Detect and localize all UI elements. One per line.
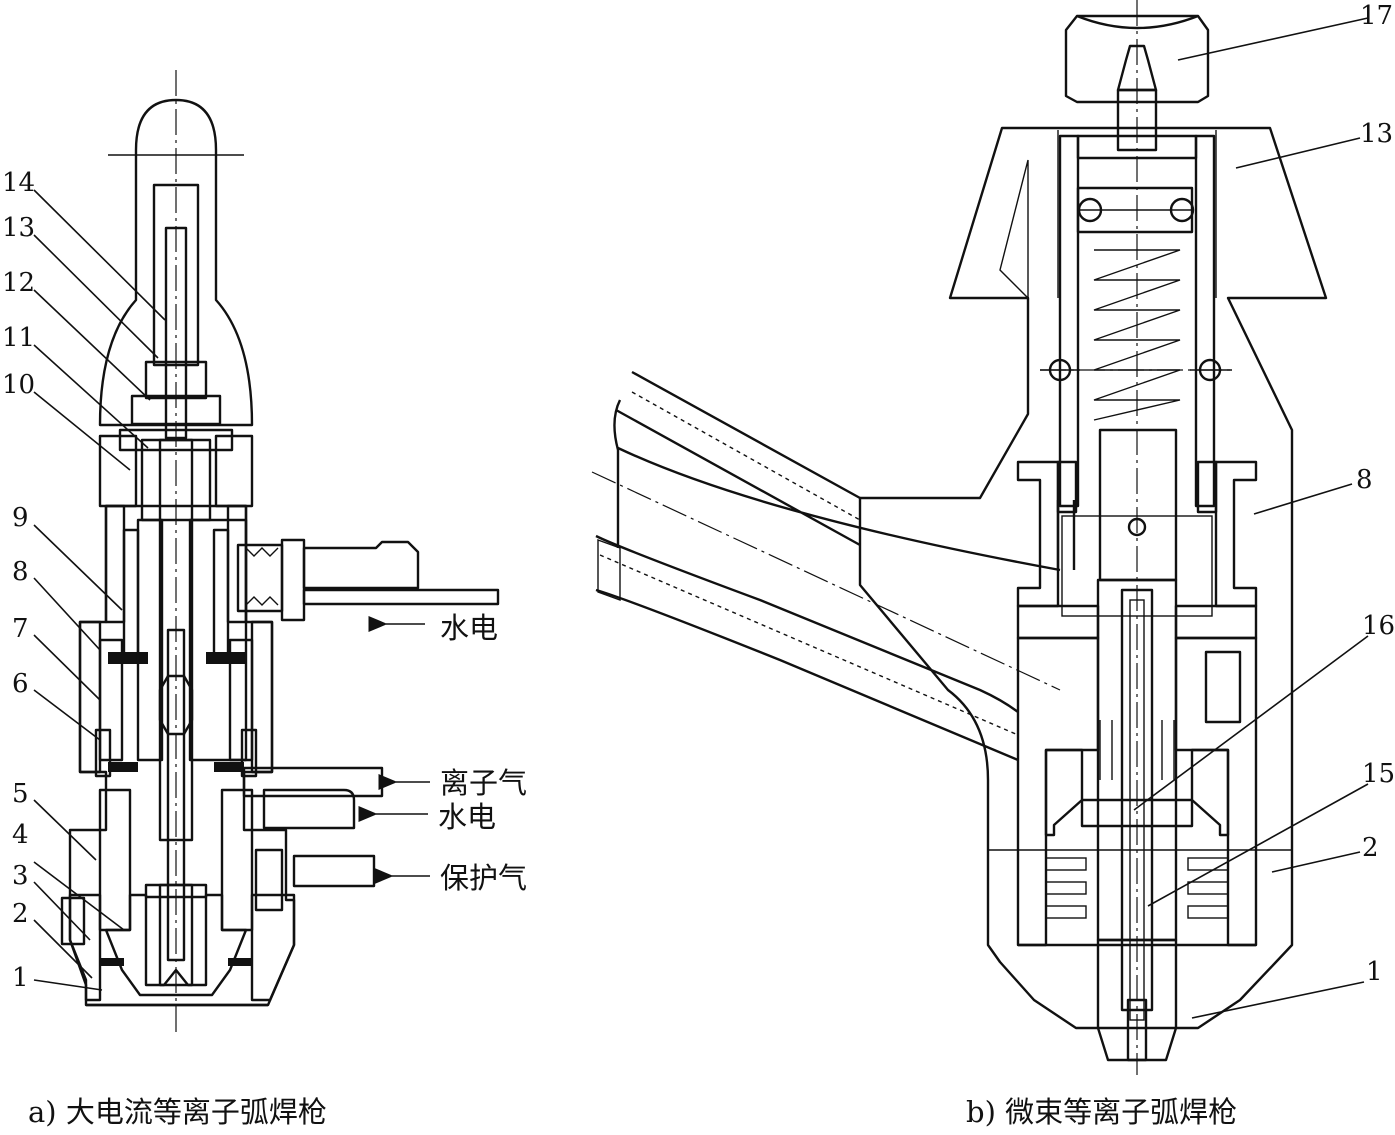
caption-figure-a: a) 大电流等离子弧焊枪 xyxy=(28,1095,327,1129)
part-label-b-1: 1 xyxy=(1366,957,1383,987)
part-label-6: 6 xyxy=(12,669,29,699)
figure-a-flow-labels: 水电 离子气 水电 保护气 xyxy=(438,611,527,895)
part-label-b-8: 8 xyxy=(1356,465,1373,495)
part-label-10: 10 xyxy=(2,370,35,400)
figure-a-part-numbers: 14 13 12 11 10 9 8 7 6 5 4 3 2 1 xyxy=(2,168,35,993)
part-label-b-16: 16 xyxy=(1362,611,1395,641)
caption-figure-b: b) 微束等离子弧焊枪 xyxy=(966,1095,1237,1129)
spring xyxy=(1093,249,1181,421)
diffuser-rings xyxy=(1045,857,1229,919)
figure-a-torch xyxy=(60,70,500,1035)
part-label-4: 4 xyxy=(12,820,29,850)
flow-label-water-power-lower: 水电 xyxy=(438,800,496,834)
figure-b-leaders xyxy=(1133,17,1369,1019)
flow-label-plasma-gas: 离子气 xyxy=(440,766,527,800)
part-label-b-13: 13 xyxy=(1360,119,1393,149)
figure-a-leaders xyxy=(33,189,166,991)
flow-label-water-power-upper: 水电 xyxy=(440,611,498,645)
figure-a-flow-arrows xyxy=(358,616,430,884)
flow-label-shield-gas: 保护气 xyxy=(440,861,527,895)
part-label-b-15: 15 xyxy=(1362,759,1395,789)
part-label-11: 11 xyxy=(2,323,35,353)
figure-b-part-numbers: 17 13 8 16 15 2 1 xyxy=(1356,1,1395,987)
part-label-b-2: 2 xyxy=(1362,833,1379,863)
part-label-5: 5 xyxy=(12,779,29,809)
part-label-3: 3 xyxy=(12,861,29,891)
part-label-b-17: 17 xyxy=(1360,1,1393,31)
part-label-14: 14 xyxy=(2,168,35,198)
part-label-1: 1 xyxy=(12,963,29,993)
figure-b-torch xyxy=(591,0,1328,1075)
part-label-2: 2 xyxy=(12,899,29,929)
part-label-8: 8 xyxy=(12,557,29,587)
part-label-13: 13 xyxy=(2,213,35,243)
part-label-12: 12 xyxy=(2,268,35,298)
part-label-9: 9 xyxy=(12,503,29,533)
part-label-7: 7 xyxy=(12,614,29,644)
